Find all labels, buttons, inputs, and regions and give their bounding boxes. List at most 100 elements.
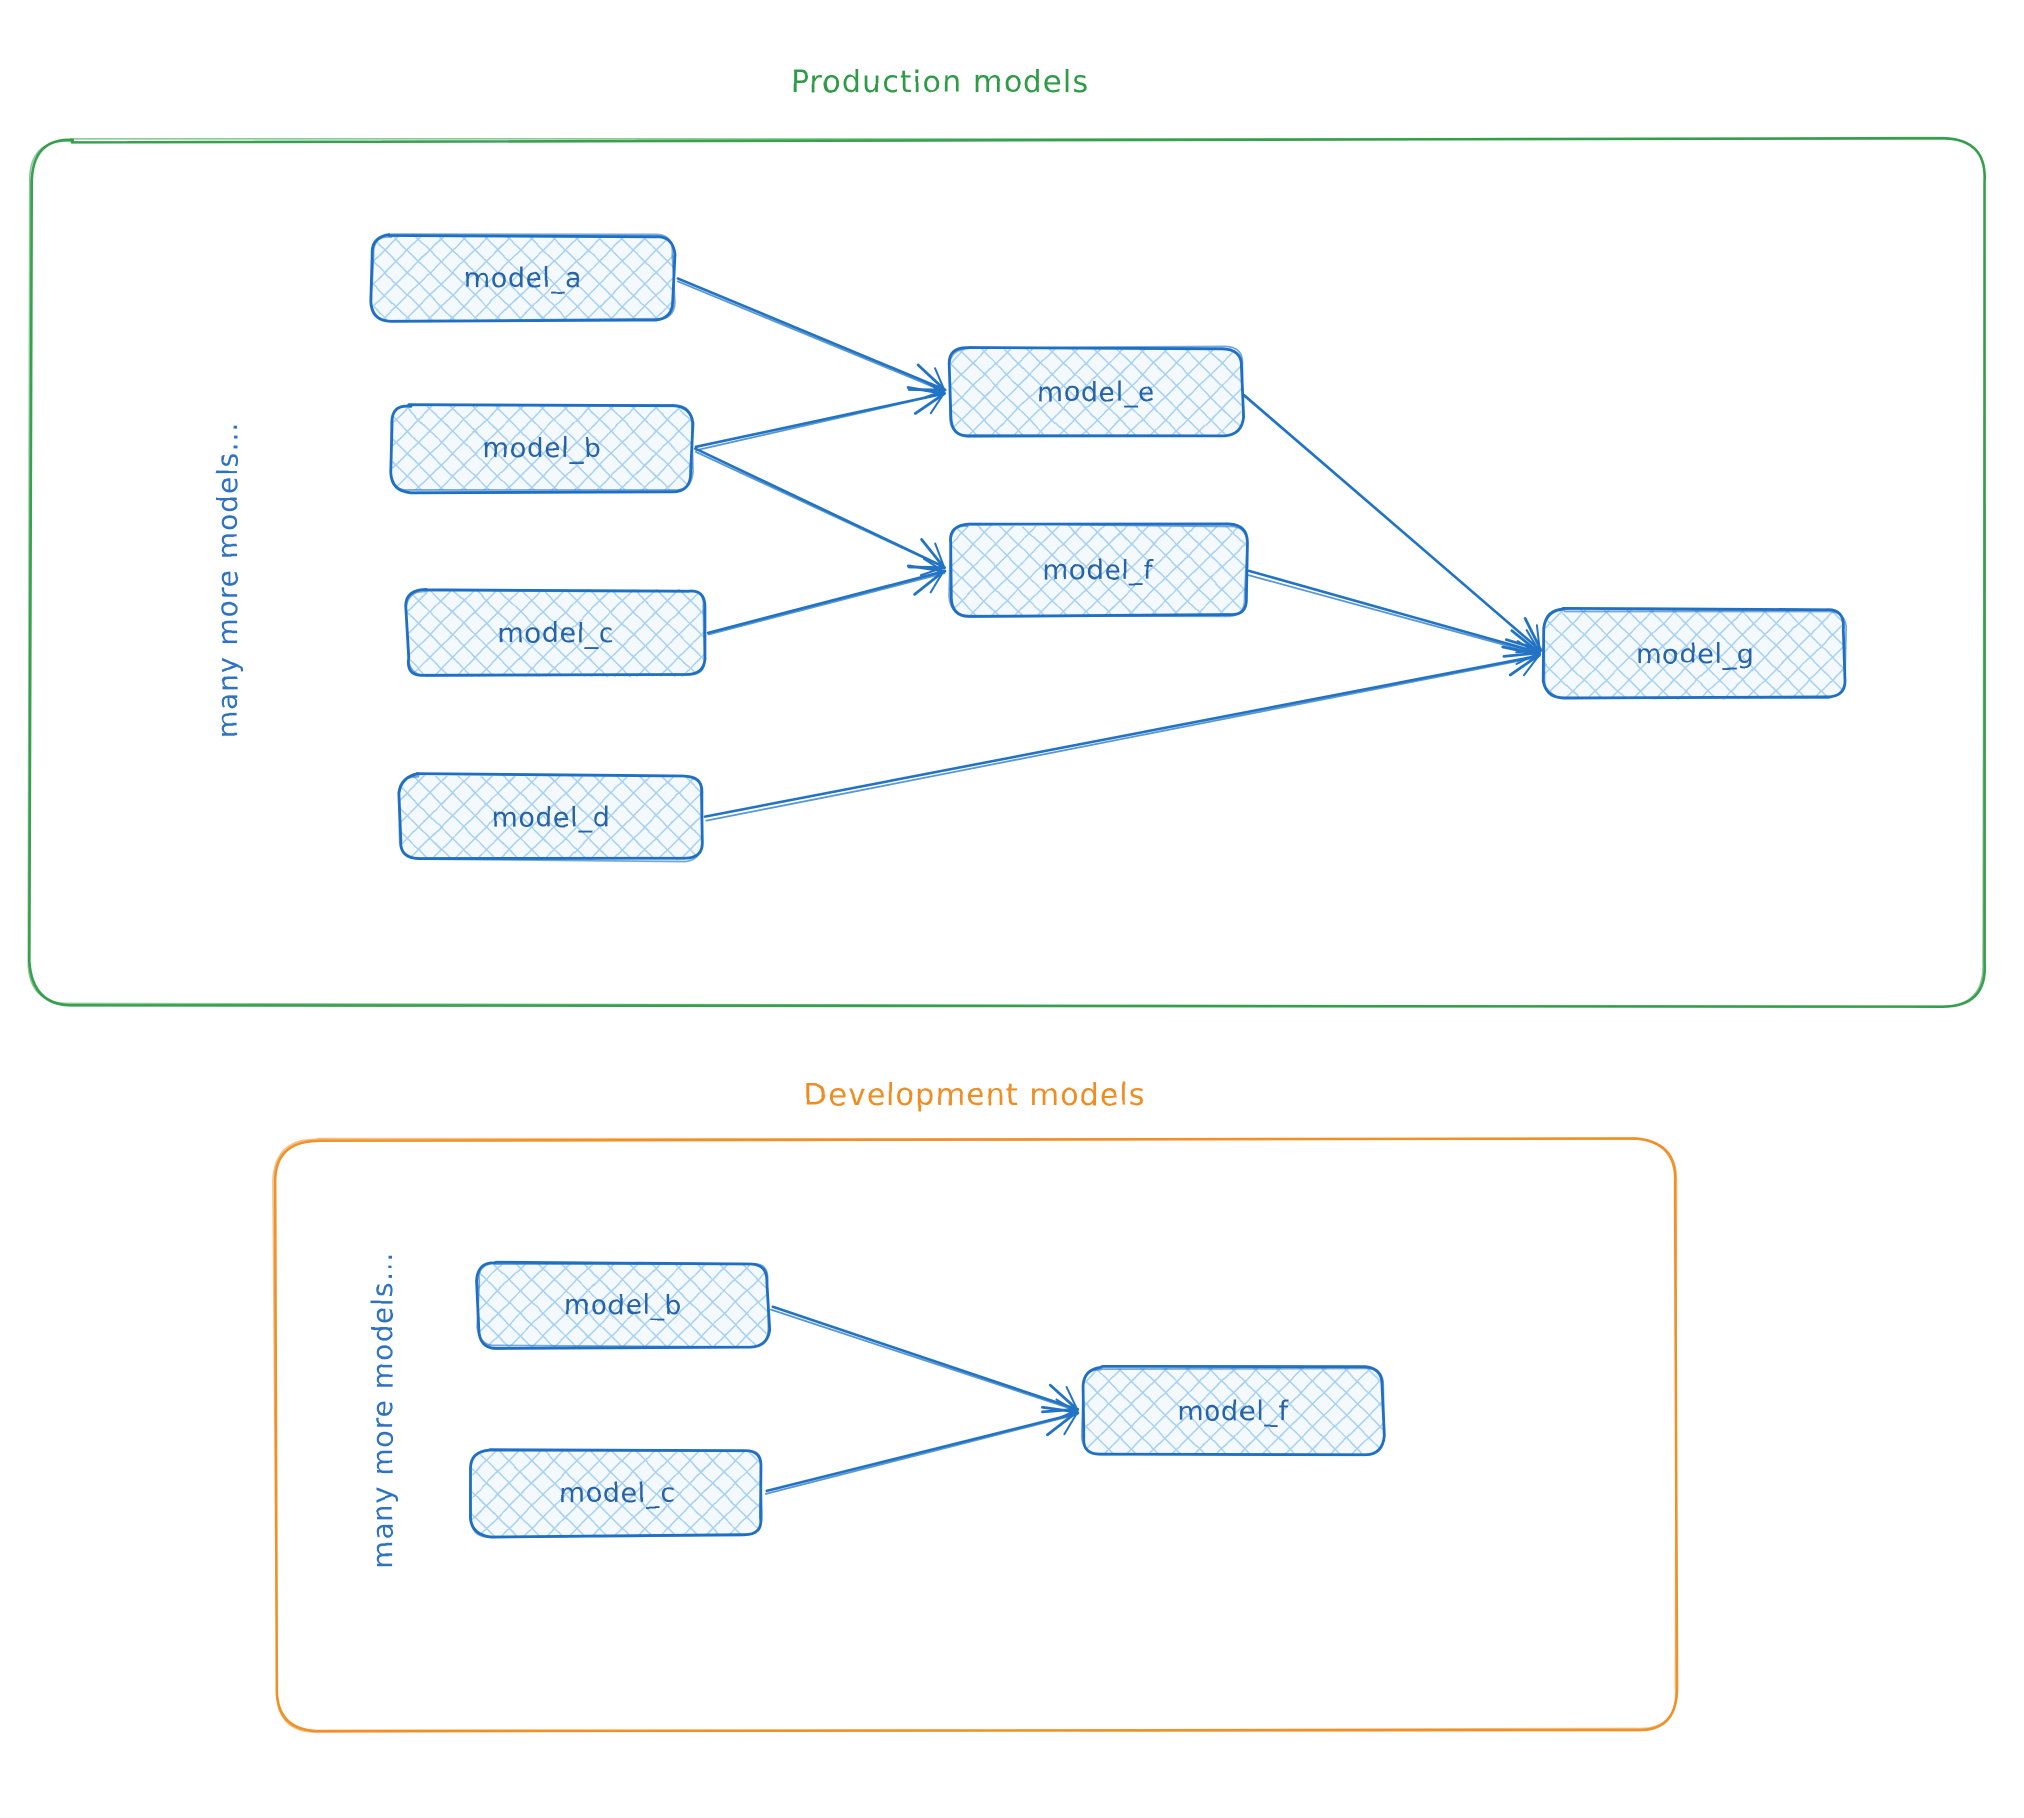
node-border (476, 1262, 770, 1348)
edge-arrowhead (906, 386, 945, 395)
edge-dev_model_b-to-dev_model_f (770, 1305, 1080, 1421)
node-prod_model_g[interactable]: model_g (1541, 606, 1848, 700)
edge-prod_model_e-to-prod_model_g (1242, 393, 1543, 654)
node-fill (407, 588, 705, 677)
node-prod_model_e[interactable]: model_e (947, 345, 1246, 438)
edge-arrowhead (1535, 624, 1541, 651)
edge-arrowhead (934, 367, 946, 392)
edge-arrowhead (1055, 1398, 1079, 1414)
node-prod_model_f[interactable]: model_f (948, 522, 1249, 618)
node-label: model_b (564, 1290, 683, 1321)
edge-arrowhead (1046, 1410, 1079, 1437)
node-border (1080, 1367, 1386, 1457)
group-title-production: Production models (791, 65, 1090, 100)
node-label: model_c (498, 618, 615, 649)
node-border (948, 522, 1249, 618)
node-label: model_b (483, 433, 602, 464)
edge-arrowhead (1501, 645, 1541, 656)
edge-arrowhead (922, 557, 945, 573)
node-fill (477, 1262, 768, 1349)
edge-arrowhead (913, 569, 946, 596)
node-fill (949, 347, 1243, 437)
edge-line (706, 569, 947, 635)
edge-arrowhead (1522, 654, 1540, 677)
node-fill (471, 1448, 762, 1536)
node-fill (399, 775, 702, 860)
edge-line (1247, 574, 1540, 656)
node-label: model_f (1042, 555, 1154, 586)
edge-arrowhead (1041, 1405, 1079, 1414)
side-note-production: many more models... (211, 422, 244, 739)
edge-line (707, 572, 946, 636)
node-border (370, 233, 676, 323)
edge-prod_model_a-to-prod_model_e (676, 277, 947, 400)
node-border (469, 1449, 763, 1539)
group-container-production (27, 136, 1986, 1008)
edge-arrowhead (934, 542, 945, 568)
edge-arrowhead (913, 392, 947, 415)
node-label: model_a (464, 263, 582, 294)
node-dev_model_f[interactable]: model_f (1080, 1364, 1386, 1457)
edge-arrowhead (1510, 629, 1541, 655)
node-border (404, 589, 706, 678)
node-prod_model_d[interactable]: model_d (397, 772, 704, 863)
node-label: model_g (1636, 639, 1755, 670)
node-prod_model_a[interactable]: model_a (369, 233, 677, 323)
node-prod_model_b[interactable]: model_b (389, 403, 695, 495)
edge-arrowhead (1525, 629, 1541, 654)
edge-line (676, 277, 947, 391)
group-title-development: Development models (804, 1078, 1146, 1113)
group-container-development (272, 1137, 1679, 1733)
labels-layer: Production models many more models... Deve… (211, 65, 1146, 1569)
node-label: model_d (492, 803, 611, 834)
node-fill (1082, 1367, 1384, 1455)
edge-line (703, 654, 1541, 818)
edge-line (694, 451, 946, 569)
edge-prod_model_b-to-prod_model_e (694, 380, 947, 452)
edges-layer (676, 277, 1543, 1495)
edge-line (1243, 395, 1543, 652)
node-label: model_c (559, 1478, 676, 1509)
edge-prod_model_f-to-prod_model_g (1247, 569, 1541, 665)
edge-line (771, 1305, 1079, 1411)
node-border (1543, 608, 1848, 700)
edge-arrowhead (1048, 1383, 1079, 1412)
node-border (397, 772, 704, 863)
node-fill (1544, 609, 1847, 700)
edge-line (764, 1413, 1079, 1495)
edge-arrowhead (922, 380, 945, 394)
node-border (475, 1260, 772, 1350)
edge-dev_model_c-to-dev_model_f (764, 1398, 1080, 1495)
edge-line (770, 1308, 1078, 1412)
edge-arrowhead (1065, 1386, 1079, 1411)
node-dev_model_b[interactable]: model_b (475, 1260, 772, 1350)
edge-line (1247, 569, 1541, 655)
edge-arrowhead (906, 564, 947, 573)
node-prod_model_c[interactable]: model_c (404, 587, 707, 678)
edge-prod_model_b-to-prod_model_f (693, 447, 946, 577)
node-label: model_e (1037, 377, 1155, 408)
edge-prod_model_d-to-prod_model_g (703, 640, 1542, 822)
edge-arrowhead (1063, 1411, 1079, 1436)
node-fill (392, 405, 693, 491)
edge-arrowhead (920, 538, 946, 570)
node-border (948, 345, 1245, 438)
edge-line (677, 280, 946, 393)
node-dev_model_c[interactable]: model_c (469, 1448, 763, 1539)
node-fill (372, 234, 675, 320)
nodes-layer: model_a model_b model_c model_d model_emodel… (369, 233, 1848, 1539)
edge-line (765, 1411, 1080, 1493)
node-label: model_f (1177, 1396, 1289, 1427)
edge-arrowhead (916, 363, 946, 391)
side-note-development: many more models... (366, 1252, 399, 1569)
edge-line (695, 392, 946, 452)
edge-arrowhead (929, 570, 945, 594)
node-fill (949, 525, 1246, 617)
edge-arrowhead (929, 392, 945, 415)
edge-arrowhead (1516, 640, 1541, 656)
edge-arrowhead (1508, 653, 1542, 677)
edge-prod_model_c-to-prod_model_f (706, 557, 947, 636)
edge-line (705, 656, 1540, 822)
